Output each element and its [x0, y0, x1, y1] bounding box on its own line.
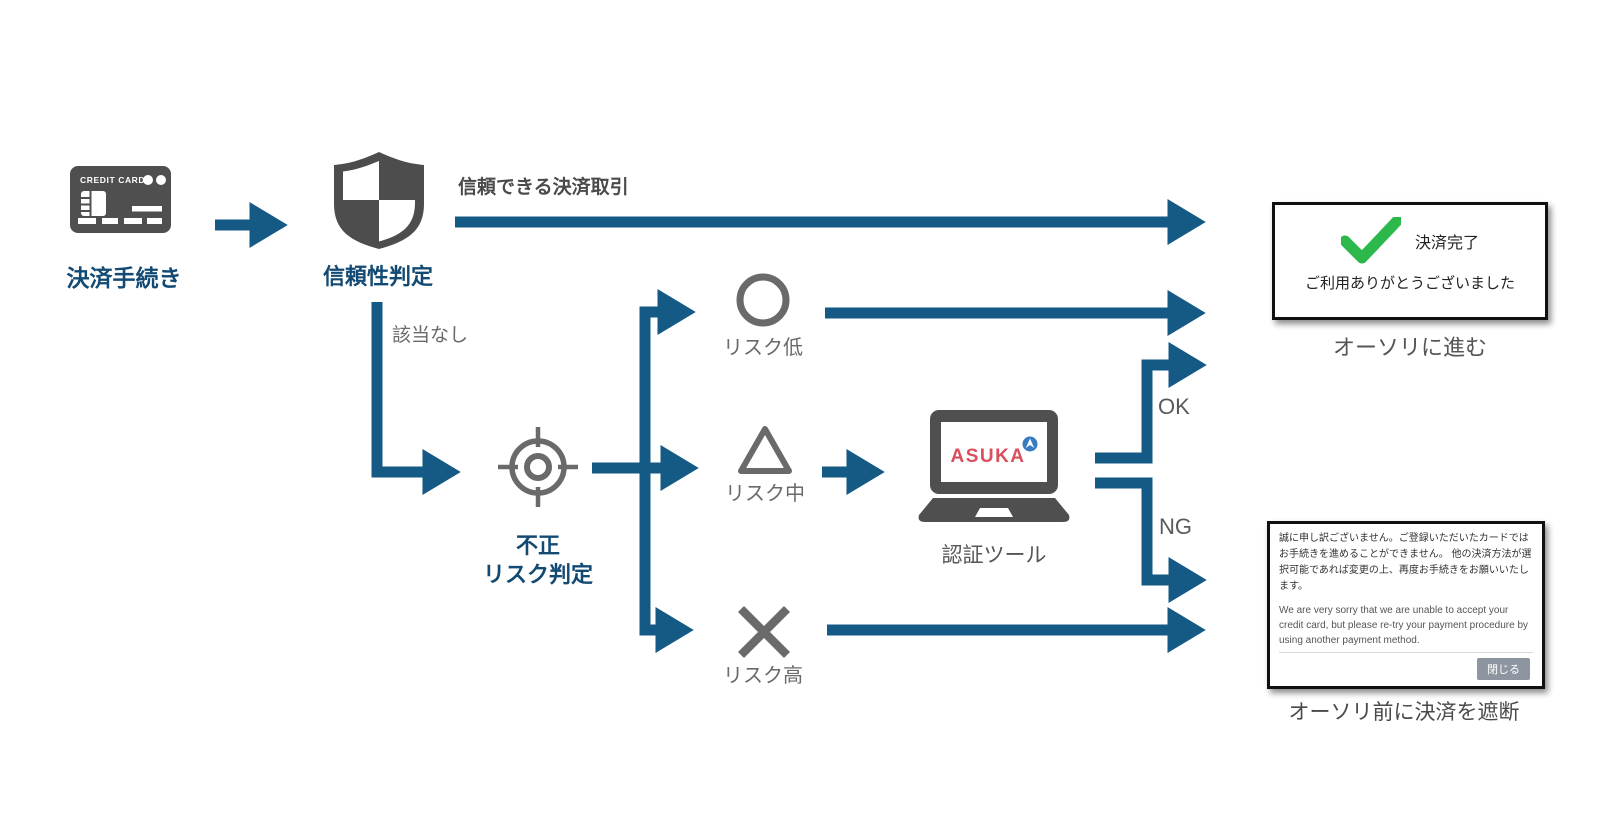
- asuka-brand-text: ASUKA: [950, 446, 1025, 467]
- risk-low-circle-icon: [736, 273, 790, 327]
- flow-arrows: [215, 198, 1207, 654]
- payment-complete-message: ご利用ありがとうございました: [1304, 275, 1515, 292]
- fraud-step-label-line2: リスク判定: [482, 561, 593, 587]
- payment-step-label: 決済手続き: [66, 265, 182, 291]
- arrow-branch-to-risk-low: [639, 288, 696, 468]
- close-button[interactable]: 閉じる: [1477, 658, 1530, 680]
- green-check-icon: [1340, 217, 1401, 264]
- risk-mid-triangle-icon: [738, 426, 792, 474]
- no-match-edge-label: 該当なし: [392, 325, 469, 346]
- risk-high-label: リスク高: [723, 665, 803, 687]
- risk-low-label: リスク低: [723, 337, 803, 359]
- arrow-ng-path: [1095, 477, 1207, 604]
- payment-complete-title: 決済完了: [1414, 235, 1479, 252]
- arrow-ok-path: [1095, 341, 1207, 464]
- arrow-branch-to-risk-high: [639, 468, 694, 654]
- credit-card-icon: CREDIT CARD: [70, 166, 171, 233]
- payment-blocked-dialog: 誠に申し訳ございません。ご登録いただいたカードではお手続きを進めることができませ…: [1267, 521, 1545, 689]
- payment-complete-box: 決済完了 ご利用ありがとうございました: [1272, 202, 1548, 320]
- auth-tool-laptop-icon: ASUKA: [918, 410, 1070, 522]
- proceed-to-auth-caption: オーソリに進む: [1332, 335, 1487, 360]
- dialog-footer: 閉じる: [1279, 652, 1533, 686]
- auth-tool-label: 認証ツール: [941, 544, 1047, 567]
- blocked-message-english: We are very sorry that we are unable to …: [1279, 605, 1529, 646]
- trust-step-label: 信頼性判定: [322, 264, 433, 289]
- fraud-check-target-icon: [498, 427, 578, 507]
- arrow-no-match-to-fraud-check: [371, 302, 461, 496]
- fraud-step-label: 不正 リスク判定: [455, 532, 621, 589]
- fraud-step-label-line1: 不正: [515, 533, 560, 558]
- ok-edge-label: OK: [1158, 394, 1190, 419]
- asuka-badge-icon: [1022, 436, 1038, 452]
- credit-card-text: CREDIT CARD: [80, 175, 145, 185]
- blocked-message-japanese: 誠に申し訳ございません。ご登録いただいたカードではお手続きを進めることができませ…: [1279, 533, 1532, 592]
- risk-mid-label: リスク中: [725, 483, 805, 505]
- block-before-auth-caption: オーソリ前に決済を遮断: [1288, 701, 1520, 724]
- risk-high-x-icon: [737, 605, 791, 659]
- ng-edge-label: NG: [1159, 514, 1192, 539]
- shield-icon: [334, 152, 424, 249]
- trusted-edge-label: 信頼できる決済取引: [458, 177, 629, 198]
